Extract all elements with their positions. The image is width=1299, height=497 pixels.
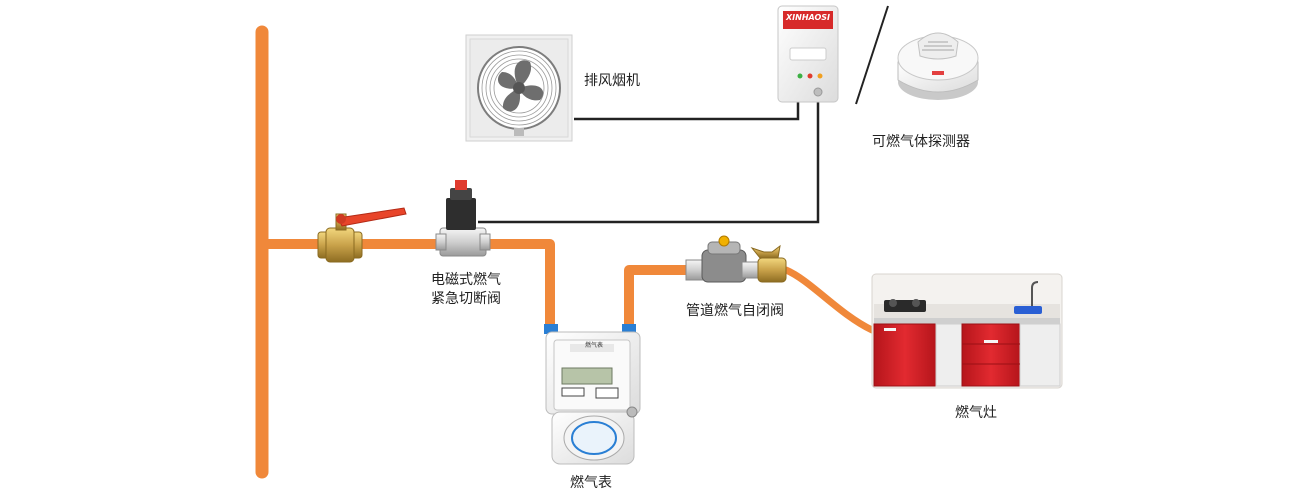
label-solenoid-valve-line1: 电磁式燃气 (431, 272, 501, 288)
detector-brand-text: XINHAOSI (785, 13, 831, 22)
wire-valve-to-detector (478, 97, 820, 224)
label-solenoid-valve: 电磁式燃气 紧急切断阀 (418, 271, 514, 309)
label-exhaust-fan: 排风烟机 (584, 73, 640, 89)
pipe-to-stove (782, 266, 876, 334)
gas-detector-icon (777, 5, 839, 103)
label-gas-stove: 燃气灶 (955, 405, 997, 421)
solenoid-valve-icon (435, 180, 491, 257)
gas-meter-icon (544, 324, 641, 465)
pipe-meter-to-self-closing-valve (624, 265, 695, 335)
divider-slash (855, 5, 889, 105)
meter-title-text: 燃气表 (584, 342, 603, 349)
wire-detector-to-fan (574, 97, 800, 121)
signal-wires (478, 5, 889, 224)
label-solenoid-valve-line2: 紧急切断阀 (431, 291, 501, 307)
ball-valve-icon (317, 207, 407, 263)
kitchen-stove-icon (871, 273, 1063, 389)
exhaust-fan-icon (465, 34, 573, 142)
label-gas-meter: 燃气表 (570, 475, 612, 491)
label-gas-detector: 可燃气体探测器 (872, 134, 970, 150)
label-self-closing-valve: 管道燃气自闭阀 (686, 303, 784, 319)
self-closing-valve-icon (685, 235, 787, 283)
ceiling-sensor-icon (897, 32, 979, 100)
